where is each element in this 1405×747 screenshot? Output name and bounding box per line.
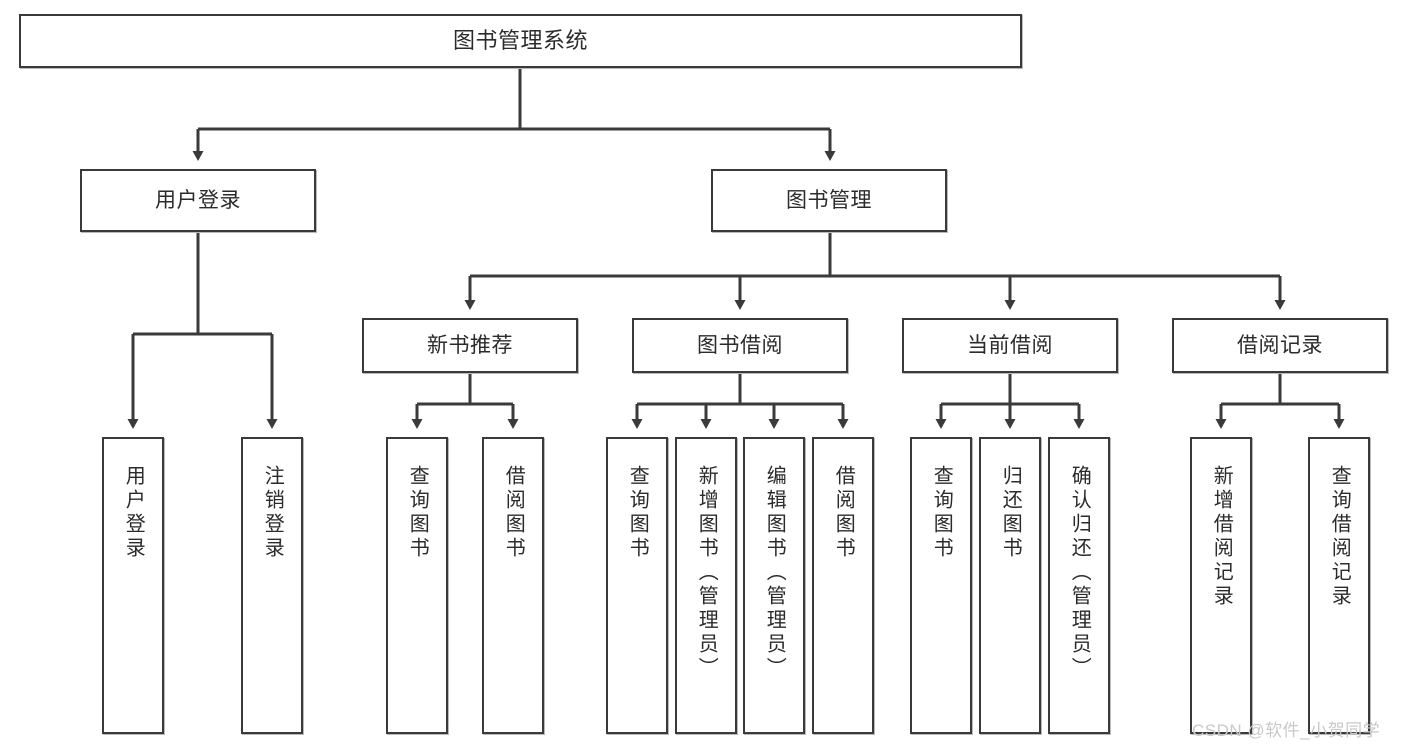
leaf-add-borrow-record[interactable]: 新增借阅记录	[1190, 437, 1252, 734]
node-label: 归还图书	[999, 465, 1022, 561]
node-book-borrow[interactable]: 图书借阅	[632, 318, 848, 373]
node-label: 新增图书（管理员）	[695, 465, 718, 681]
node-label: 查询图书	[406, 465, 429, 561]
node-label: 编辑图书（管理员）	[763, 465, 786, 681]
node-label: 图书借阅	[697, 333, 783, 357]
node-label: 查询图书	[930, 465, 953, 561]
node-label: 当前借阅	[967, 333, 1053, 357]
node-label: 查询借阅记录	[1328, 465, 1351, 609]
node-label: 新书推荐	[427, 333, 513, 357]
leaf-query-book-recommend[interactable]: 查询图书	[386, 437, 448, 734]
leaf-confirm-return-admin[interactable]: 确认归还（管理员）	[1048, 437, 1110, 734]
node-borrow-record[interactable]: 借阅记录	[1172, 318, 1388, 373]
leaf-query-book-borrow[interactable]: 查询图书	[606, 437, 668, 734]
leaf-query-book-current[interactable]: 查询图书	[910, 437, 972, 734]
leaf-borrow-book-recommend[interactable]: 借阅图书	[482, 437, 544, 734]
node-label: 查询图书	[626, 465, 649, 561]
node-label: 注销登录	[261, 465, 284, 561]
node-label: 借阅图书	[502, 465, 525, 561]
leaf-logout[interactable]: 注销登录	[241, 437, 303, 734]
leaf-return-book[interactable]: 归还图书	[979, 437, 1041, 734]
leaf-user-login[interactable]: 用户登录	[102, 437, 164, 734]
node-label: 用户登录	[122, 465, 145, 561]
node-new-book-recommend[interactable]: 新书推荐	[362, 318, 578, 373]
node-label: 确认归还（管理员）	[1068, 465, 1091, 681]
leaf-add-book-admin[interactable]: 新增图书（管理员）	[675, 437, 737, 734]
node-label: 借阅图书	[832, 465, 855, 561]
node-user-login[interactable]: 用户登录	[80, 169, 316, 232]
node-label: 图书管理系统	[452, 27, 588, 53]
node-book-management[interactable]: 图书管理	[711, 169, 947, 232]
node-root-system[interactable]: 图书管理系统	[19, 14, 1022, 68]
node-label: 用户登录	[155, 188, 241, 212]
leaf-borrow-book[interactable]: 借阅图书	[812, 437, 874, 734]
leaf-edit-book-admin[interactable]: 编辑图书（管理员）	[743, 437, 805, 734]
leaf-query-borrow-record[interactable]: 查询借阅记录	[1308, 437, 1370, 734]
node-label: 借阅记录	[1237, 333, 1323, 357]
node-label: 图书管理	[786, 188, 872, 212]
node-current-borrow[interactable]: 当前借阅	[902, 318, 1118, 373]
node-label: 新增借阅记录	[1210, 465, 1233, 609]
